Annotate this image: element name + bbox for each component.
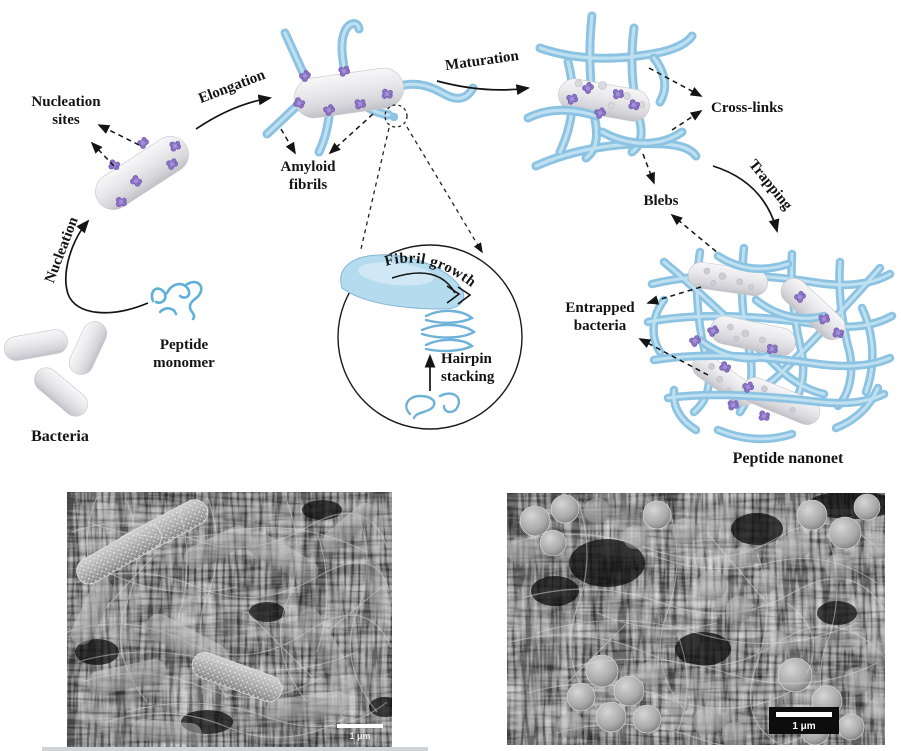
sem-fibril-overlay bbox=[536, 552, 878, 734]
sem-rod-bacteria bbox=[70, 499, 392, 746]
hairpin-stack-coils bbox=[420, 309, 477, 353]
fibril-tip bbox=[389, 112, 399, 122]
sem-micrograph-rod-bacteria: 1 μm bbox=[67, 492, 392, 747]
magnifier-source-circle bbox=[384, 104, 408, 128]
fibril-growth-inset: Fibril growth bbox=[337, 126, 523, 430]
label-peptide-nanonet: Peptide nanonet bbox=[732, 450, 844, 467]
double-chevron-icon bbox=[446, 285, 472, 305]
magnifier-connector-left bbox=[360, 127, 390, 250]
maturation-stage-bacterium bbox=[523, 11, 701, 171]
scale-bar-box bbox=[769, 707, 839, 734]
nucleation-arrow bbox=[65, 219, 149, 314]
pathway-schematic: Fibril growth bbox=[4, 11, 897, 492]
label-entrapped-bacteria: Entrapped bacteria bbox=[565, 300, 635, 335]
scale-bar-label: 1 μm bbox=[349, 731, 370, 741]
elongation-arrow bbox=[195, 94, 273, 130]
maturation-arrow bbox=[436, 80, 531, 96]
label-amyloid-fibrils: Amyloid fibrils bbox=[280, 159, 336, 194]
label-nucleation-sites: Nucleation sites bbox=[31, 94, 101, 129]
scale-bar bbox=[337, 724, 383, 728]
scale-bar bbox=[776, 712, 832, 717]
free-bacteria-trio bbox=[4, 321, 108, 417]
cross-links-pointer-arrows bbox=[648, 67, 703, 131]
peptide-nanonet-cluster bbox=[643, 243, 897, 439]
label-peptide-monomer: Peptide monomer bbox=[153, 337, 215, 372]
sem-dark-voids bbox=[75, 500, 392, 734]
sem-fibril-overlay bbox=[76, 501, 388, 728]
scale-bar-label: 1 μm bbox=[792, 721, 815, 732]
label-bacteria: Bacteria bbox=[31, 428, 89, 445]
entrapped-bacteria-pointer-arrows bbox=[638, 286, 709, 376]
cropped-caption-edge bbox=[42, 747, 428, 751]
bleb-bumps bbox=[574, 79, 646, 109]
label-hairpin-stacking: Hairpin stacking bbox=[441, 351, 495, 386]
amyloid-fibrils-pointer-arrows bbox=[280, 113, 374, 155]
label-cross-links: Cross-links bbox=[711, 100, 784, 116]
magnifier-connector-right bbox=[406, 126, 483, 254]
peptide-monomer-icon bbox=[150, 280, 203, 321]
elongation-stage-bacterium bbox=[262, 24, 478, 157]
nucleation-stage-bacterium bbox=[95, 136, 189, 211]
fibril-growth-arrow bbox=[391, 272, 456, 294]
nucleation-sites-pointer-arrows bbox=[90, 124, 140, 167]
label-blebs: Blebs bbox=[643, 193, 679, 209]
free-hairpin-peptide bbox=[405, 392, 461, 420]
sem-micrograph-cocci-bacteria: 1 μm bbox=[507, 493, 885, 745]
trapping-arrow bbox=[712, 165, 780, 233]
